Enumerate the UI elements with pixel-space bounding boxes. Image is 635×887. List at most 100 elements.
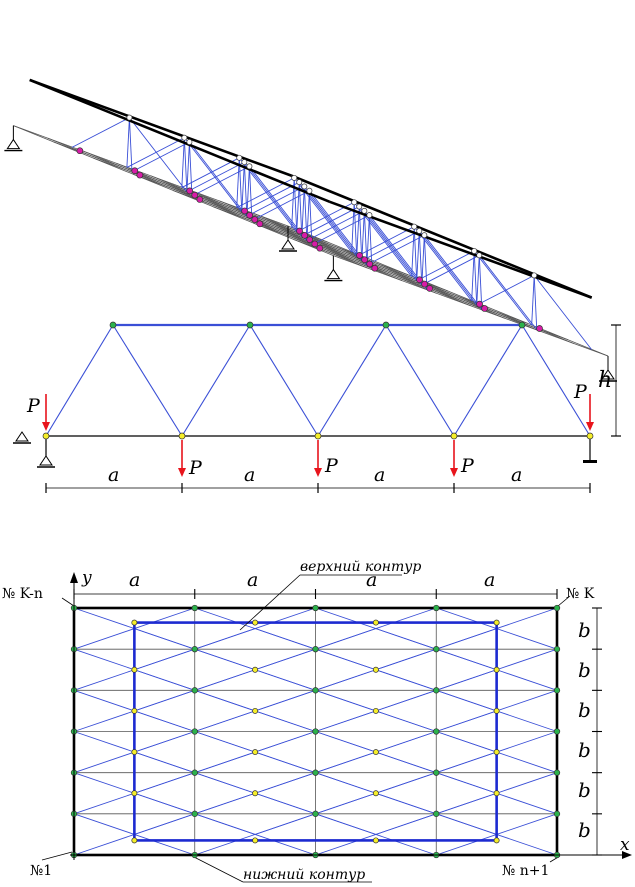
iso-bottom-node: [196, 196, 204, 203]
plan-span-label-3: a: [366, 569, 377, 591]
iso-top-node-0: [291, 174, 298, 181]
iso-top-node-13: [416, 227, 423, 234]
plan-inner-node: [131, 707, 138, 714]
iso-bottom-node: [186, 187, 194, 195]
elev-bottom-node-1: [178, 432, 186, 440]
iso-bottom-node: [251, 216, 259, 223]
elev-top-node-0: [109, 321, 117, 329]
plan-diag-3-4-1: [496, 772, 558, 794]
plan-diag-1-5-2: [194, 833, 256, 856]
plan-inner-node: [252, 790, 259, 797]
plan-diag-3-5-2: [436, 833, 497, 856]
plan-diag-0-0-0: [73, 607, 135, 630]
side-label-1: b: [578, 618, 591, 642]
iso-diag-16-1: [533, 275, 593, 350]
iso-diag-13-1: [418, 230, 478, 306]
iso-diag-2-3: [183, 137, 188, 192]
plan-grid-node: [191, 728, 198, 735]
iso-diag-0-3: [293, 177, 298, 233]
elev-bottom-node-2: [314, 432, 322, 440]
iso-diag-2-1: [183, 137, 243, 213]
iso-diag-17-3: [478, 255, 483, 310]
iso-support-2-triangle: [6, 138, 21, 150]
plan-grid-node: [191, 769, 198, 776]
iso-diag-2-0: [181, 137, 185, 188]
plan-grid-node: [312, 728, 319, 735]
plan-inner-node: [372, 666, 379, 673]
plan-view: y x a a a a b b b b b b верхний контур н…: [2, 559, 632, 883]
elevation-members: [45, 323, 591, 437]
iso-diag-19-3: [368, 215, 373, 270]
iso-diag-7-1: [189, 141, 248, 217]
iso-bottom-node: [131, 167, 139, 175]
iso-top-node-17: [476, 252, 483, 259]
plan-grid-node: [433, 769, 440, 776]
iso-bottom-node: [536, 325, 543, 332]
iso-diag-14-3: [363, 210, 368, 266]
plan-dimensions: [70, 572, 632, 860]
iso-bottom-node: [301, 231, 308, 239]
plan-inner-node: [372, 619, 379, 626]
plan-grid-node: [553, 646, 561, 653]
iso-diag-7-3: [188, 141, 193, 197]
iso-diag-16-0: [531, 275, 535, 326]
elev-diag-up-3: [453, 324, 523, 437]
span-label-3: a: [374, 464, 385, 486]
plan-diag-0-5-0: [73, 813, 135, 835]
iso-top-node-6: [241, 159, 248, 166]
plan-inner-node: [493, 837, 500, 844]
iso-diag-12-3: [473, 250, 478, 306]
iso-bottom-node: [356, 252, 363, 259]
iso-top-node-2: [181, 134, 188, 141]
plan-diag-0-1-0: [73, 648, 135, 671]
iso-bottom-node: [296, 227, 303, 235]
plan-inner-node: [131, 619, 138, 626]
plan-diag-1-5-3: [254, 833, 316, 856]
iso-bottom-grid: [13, 125, 609, 357]
plan-grid-node: [312, 687, 319, 694]
elev-load-1-head: [178, 468, 186, 477]
iso-diag-14-2: [306, 210, 365, 242]
iso-diag-6-3: [243, 162, 248, 217]
iso-diag-3-2: [71, 117, 130, 148]
iso-diag-8-3: [413, 226, 418, 281]
upper-contour-leader: [239, 574, 301, 631]
plan-inner-node: [372, 749, 379, 756]
plan-grid-node: [191, 604, 198, 612]
iso-diag-14-0: [361, 210, 365, 261]
corner-top-right-leader: [557, 595, 571, 607]
plan-diag-0-4-2: [73, 792, 135, 815]
plan-diag-2-5-3: [375, 833, 437, 856]
plan-diag-0-3-0: [73, 731, 135, 753]
plan-diag-0-1-2: [73, 669, 135, 691]
side-label-6: b: [578, 818, 591, 842]
plan-diag-3-1-3: [496, 669, 558, 691]
elev-load-3-head: [450, 468, 458, 477]
iso-diag-14-1: [363, 210, 423, 286]
iso-diag-18-1: [423, 234, 483, 310]
iso-top-node-18: [421, 232, 428, 239]
iso-top-node-3: [126, 114, 133, 121]
iso-diag-18-3: [423, 235, 428, 290]
elevation-nodes: [42, 321, 594, 440]
plan-diag-2-0-0: [315, 607, 377, 630]
plan-diag-3-0-0: [436, 607, 497, 630]
iso-top-node-5: [296, 179, 303, 186]
iso-top-node-11: [246, 163, 253, 170]
plan-diag-3-0-1: [496, 607, 558, 630]
elev-load-2-head: [314, 468, 322, 477]
side-label-2: b: [578, 658, 591, 682]
upper-contour-label: верхний контур: [300, 559, 421, 575]
plan-inner-node: [131, 666, 138, 673]
plan-diag-3-3-1: [496, 731, 558, 753]
iso-diag-9-3: [358, 206, 363, 261]
load-label-2: P: [324, 455, 339, 477]
plan-grid-node: [191, 646, 198, 653]
elev-load-left-head: [42, 422, 50, 431]
plan-diag-2-5-2: [315, 833, 377, 856]
iso-diag-16-2: [476, 274, 535, 306]
iso-diag-11-0: [246, 166, 250, 217]
elev-diag-down-2: [385, 324, 455, 437]
elev-diag-up-0: [45, 324, 114, 437]
plan-inner-node: [131, 837, 138, 844]
